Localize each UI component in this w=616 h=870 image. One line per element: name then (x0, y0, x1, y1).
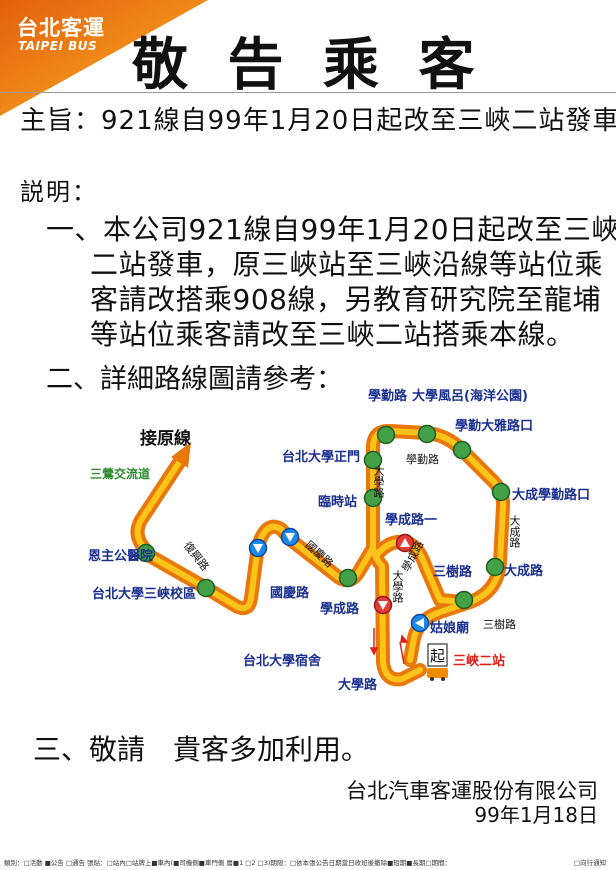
start-marker-box (427, 643, 448, 667)
bus-icon (427, 668, 448, 678)
item1-line-4: 等站位乘客請改至三峽二站搭乘本線。 (90, 318, 575, 351)
road-label-sanshu: 三樹路 (483, 618, 516, 631)
bus-stop-green-icon (338, 568, 358, 588)
item1-line-3: 客請改搭乘908線，另教育研究院至龍埔 (90, 283, 601, 316)
direction-arrowhead-icon (369, 647, 379, 656)
subject-line: 主旨：921線自99年1月20日起改至三峽二站發車 (20, 106, 616, 136)
direction-arrowhead-icon (400, 634, 409, 643)
road-label-daxue-upper: 大學路 (372, 465, 385, 498)
bus-wheel-icon (441, 677, 445, 681)
item1-line-1: 一、本公司921線自99年1月20日起改至三峽 (46, 213, 616, 246)
bus-stop-green-icon (485, 557, 505, 577)
station-label-dacheng-xueqin: 大成學勤路口 (512, 488, 591, 503)
road-label-daxue-lower: 大學路 (391, 570, 404, 603)
item3-line: 三、敬請 貴客多加利用。 (33, 733, 370, 766)
station-label-guoqing: 國慶路 (270, 586, 310, 601)
station-label-dacheng: 大成路 (504, 564, 544, 579)
station-label-ntpu-sanxia: 台北大學三峽校區 (92, 587, 197, 602)
item2-heading: 二、詳細路線圖請參考： (46, 364, 343, 395)
start-marker-text: 起 (430, 647, 445, 665)
page-title: 敬 告 乘 客 (132, 33, 485, 98)
orange-corner-shape (0, 0, 208, 116)
bus-stop-green-icon (363, 450, 383, 470)
signature-company: 台北汽車客運股份有限公司 (346, 779, 598, 803)
logo-english: TAIPEI BUS (18, 39, 98, 53)
down-triangle-icon (378, 601, 388, 610)
footer-notice: □向行通知 (574, 859, 607, 867)
station-label-xuecheng: 學成路 (320, 602, 360, 617)
station-label-daxue: 大學路 (338, 678, 378, 693)
station-label-seaside: 大學風呂(海洋公園) (412, 389, 528, 404)
signature-date: 99年1月18日 (474, 803, 598, 827)
route-main-core (134, 427, 507, 663)
station-label-terminal: 三峽二站 (453, 654, 506, 669)
logo-chinese: 台北客運 (17, 16, 105, 40)
bus-stop-green-icon (417, 424, 437, 444)
bus-stop-green-icon (452, 440, 472, 460)
header-divider (0, 92, 616, 93)
road-label-xueqin: 學勤路 (406, 453, 439, 466)
header-corner-graphic (0, 0, 208, 116)
explanation-label: 説明： (20, 178, 98, 206)
down-triangle-icon (253, 544, 263, 553)
footer-classification: 類別：□活動 ■公告 □通告 張貼：□站內□站牌上■車內(■司機側■車門側 層■… (4, 859, 451, 867)
bus-stop-green-icon (136, 543, 156, 563)
station-label-guniang: 姑娘廟 (430, 621, 470, 636)
station-label-xuecheng-1: 學成路一 (385, 513, 438, 528)
start-connection-label: 接原線 (140, 429, 191, 449)
bus-stop-green-icon (196, 578, 216, 598)
interchange-label: 三鶯交流道 (90, 467, 151, 481)
bus-stop-green-icon (363, 488, 383, 508)
route-map-graphic: 起 (130, 423, 511, 687)
station-label-temp-stop: 臨時站 (318, 495, 358, 510)
station-label-enzhugong: 恩主公醫院 (88, 549, 154, 564)
bus-stop-green-icon (491, 482, 511, 502)
route-map: 起 接原線 三鶯交流道 恩主公醫院 台北大學三峽校區 台北大學宿舍 國慶路 學成… (0, 380, 616, 710)
station-label-ntpu-dorm: 台北大學宿舍 (243, 654, 322, 669)
bus-stop-green-icon (454, 590, 474, 610)
station-label-ntpu-gate: 台北大學正門 (282, 450, 361, 465)
down-triangle-icon (285, 533, 295, 542)
bus-wheel-icon (430, 677, 434, 681)
item1-line-2: 二站發車，原三峽站至三峽沿線等站位乘 (90, 248, 604, 281)
up-triangle-icon (400, 538, 410, 547)
bus-stop-green-icon (376, 425, 396, 445)
station-label-xueqin: 學勤路 (368, 389, 408, 404)
station-label-xueqin-daya: 學勤大雅路口 (455, 419, 534, 434)
direction-arrow-icon (399, 641, 405, 665)
station-label-sanshu: 三樹路 (433, 565, 473, 580)
road-label-dacheng: 大成路 (508, 515, 521, 548)
start-arrow-icon (171, 442, 191, 468)
left-triangle-icon (415, 618, 424, 628)
